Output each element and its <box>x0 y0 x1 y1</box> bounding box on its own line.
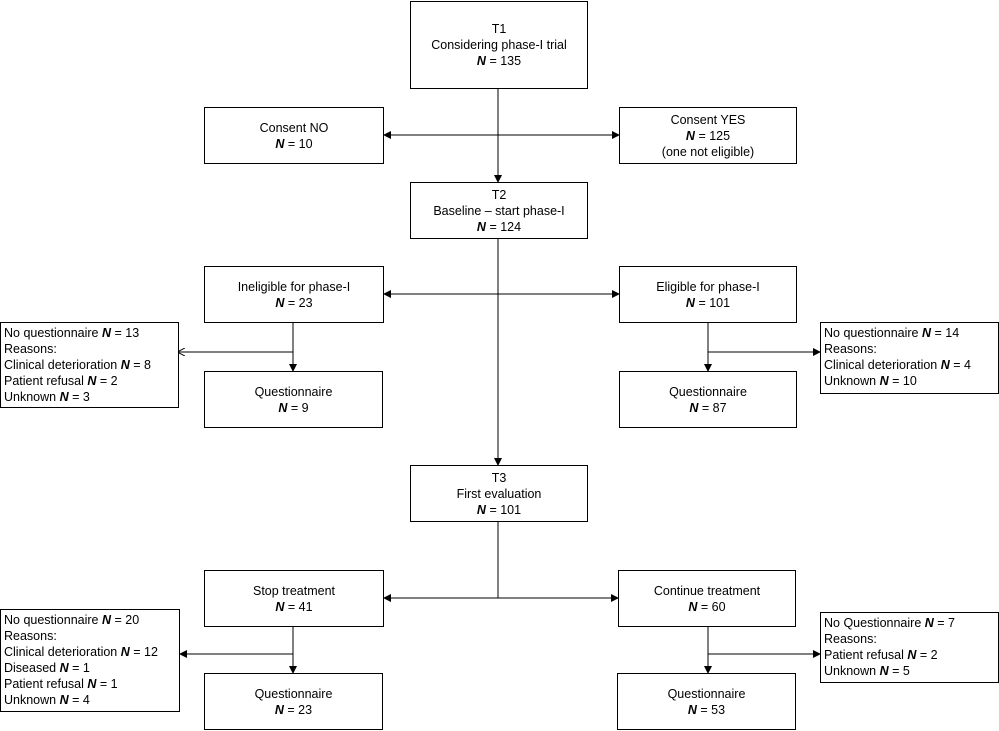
n-symbol: N <box>879 664 889 678</box>
n-symbol: N <box>688 599 698 614</box>
t2-count: = 124 <box>489 219 522 234</box>
t3-title: First evaluation <box>456 486 542 501</box>
n-symbol: N <box>924 616 934 630</box>
ineligible-box: Ineligible for phase-I N = 23 <box>204 266 384 323</box>
n-symbol: N <box>59 661 69 675</box>
n-symbol: N <box>101 326 112 340</box>
t3-count: = 101 <box>489 502 522 517</box>
t2-title: Baseline – start phase-I <box>433 203 565 218</box>
questionnaire-ineligible-box: Questionnaire N = 9 <box>204 371 383 428</box>
questionnaire-stop-box: Questionnaire N = 23 <box>204 673 383 730</box>
consent-yes-count: = 125 <box>698 128 731 143</box>
consent-yes-note: (one not eligible) <box>661 144 755 159</box>
consent-no-title: Consent NO <box>259 120 329 135</box>
questionnaire-eligible-box: Questionnaire N = 87 <box>619 371 797 428</box>
n-symbol: N <box>59 693 69 707</box>
n-symbol: N <box>120 358 130 372</box>
n-symbol: N <box>689 400 699 415</box>
n-symbol: N <box>476 502 486 517</box>
n-symbol: N <box>879 374 889 388</box>
side-note-ineligible: No questionnaire N = 13 Reasons: Clinica… <box>0 322 179 408</box>
continue-treatment-box: Continue treatment N = 60 <box>618 570 796 627</box>
ineligible-count: = 23 <box>287 295 313 310</box>
n-symbol: N <box>685 295 695 310</box>
n-symbol: N <box>87 677 97 691</box>
t1-title: Considering phase-I trial <box>431 38 567 52</box>
n-symbol: N <box>687 702 697 717</box>
n-symbol: N <box>921 326 932 340</box>
n-symbol: N <box>476 219 486 234</box>
n-symbol: N <box>274 702 284 717</box>
questionnaire-continue-box: Questionnaire N = 53 <box>617 673 796 730</box>
side-note-stop: No questionnaire N = 20 Reasons: Clinica… <box>0 609 180 712</box>
side-note-eligible: No questionnaire N = 14 Reasons: Clinica… <box>820 322 999 394</box>
n-symbol: N <box>59 390 69 404</box>
n-symbol: N <box>907 648 917 662</box>
t2-label: T2 <box>491 187 507 202</box>
n-symbol: N <box>275 295 285 310</box>
t1-box: T1 Considering phase-I trial N = 135 <box>410 1 588 89</box>
n-symbol: N <box>275 599 285 614</box>
t3-label: T3 <box>491 470 507 485</box>
consent-yes-box: Consent YES N = 125 (one not eligible) <box>619 107 797 164</box>
consent-yes-title: Consent YES <box>670 112 746 127</box>
n-symbol: N <box>101 613 112 627</box>
eligible-count: = 101 <box>698 295 731 310</box>
t3-box: T3 First evaluation N = 101 <box>410 465 588 522</box>
t2-box: T2 Baseline – start phase-I N = 124 <box>410 182 588 239</box>
side-note-continue: No Questionnaire N = 7 Reasons: Patient … <box>820 612 999 683</box>
n-symbol: N <box>476 54 486 68</box>
stop-treatment-box: Stop treatment N = 41 <box>204 570 384 627</box>
eligible-box: Eligible for phase-I N = 101 <box>619 266 797 323</box>
n-symbol: N <box>87 374 97 388</box>
consent-no-box: Consent NO N = 10 <box>204 107 384 164</box>
n-symbol: N <box>275 136 285 151</box>
t1-count: = 135 <box>489 54 522 68</box>
n-symbol: N <box>940 358 950 372</box>
t1-label: T1 <box>491 22 507 36</box>
eligible-title: Eligible for phase-I <box>656 279 760 294</box>
n-symbol: N <box>278 400 288 415</box>
n-symbol: N <box>120 645 130 659</box>
consent-no-count: = 10 <box>287 136 313 151</box>
ineligible-title: Ineligible for phase-I <box>237 279 351 294</box>
n-symbol: N <box>685 128 695 143</box>
